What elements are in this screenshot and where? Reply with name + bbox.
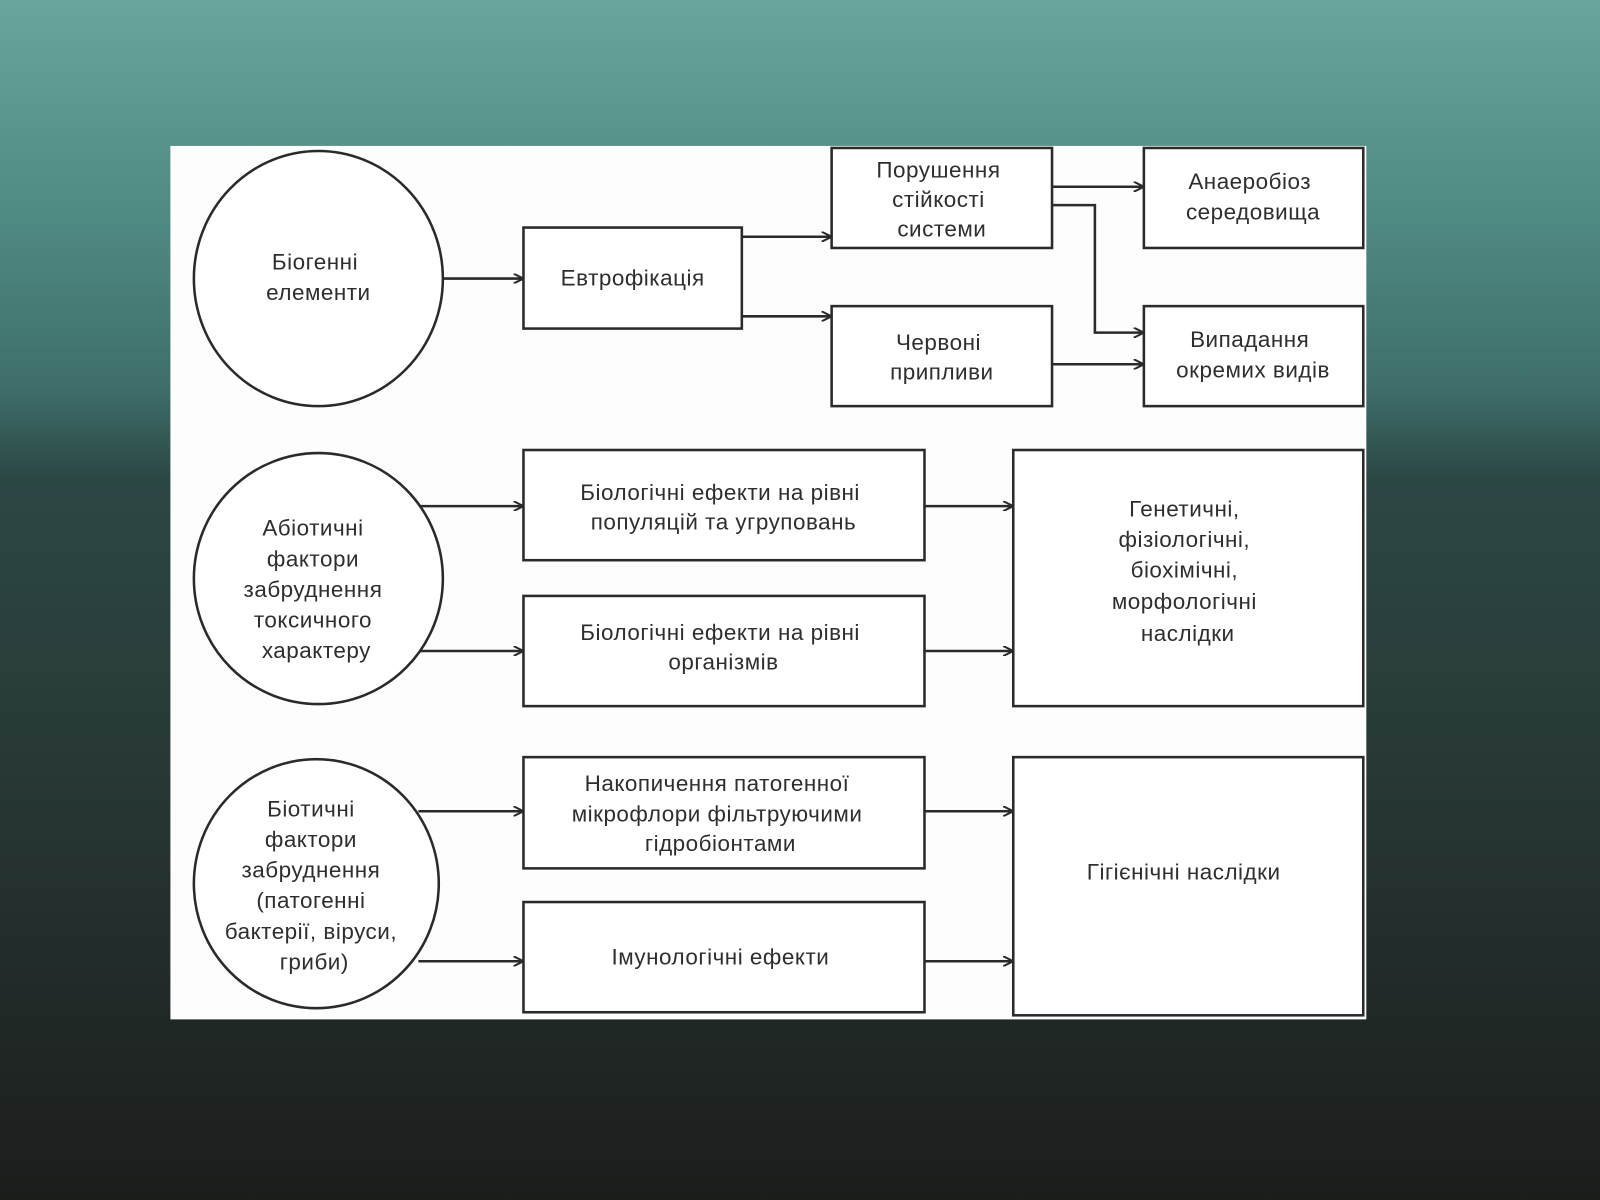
row1-arrows [442,187,1143,365]
organism-effects-label: Біологічні ефекти на рівні організмів [580,620,866,675]
biotic-factors-label: Біотичні фактори забруднення (патогенні … [225,796,404,974]
genetic-consequences-box [1011,448,1365,708]
hygienic-consequences-label: Гігієнічні наслідки [1087,860,1281,885]
eutrophication-box [522,226,744,330]
red-tides-box [830,304,1054,408]
eutrophication-label: Евтрофікація [561,266,705,291]
hygienic-consequences-box [1011,755,1365,1017]
species-loss-label: Випадання окремих видів [1176,327,1330,383]
row3-arrows [418,811,1012,961]
abiotic-factors-label: Абіотичні фактори забруднення токсичного… [244,516,390,663]
population-effects-box [522,448,926,562]
anaerobiosis-box [1142,146,1365,250]
biotic-factors-node [192,757,441,1010]
organism-effects-box [522,594,926,708]
stability-disruption-label: Порушення стійкості системи [876,158,1007,242]
red-tides-label: Червоні припливи [890,330,993,385]
stability-disruption-box [830,146,1054,250]
anaerobiosis-label: Анаеробіоз середовища [1186,169,1320,225]
pathogen-accumulation-label: Накопичення патогенної мікрофлори фільтр… [572,771,869,856]
immunological-effects-label: Імунологічні ефекти [612,944,830,969]
species-loss-box [1142,304,1365,408]
pathogen-accumulation-box [522,755,926,870]
population-effects-label: Біологічні ефекти на рівні популяцій та … [580,480,866,535]
row2-arrows [420,506,1012,651]
genetic-consequences-label: Генетичні, фізіологічні, біохімічні, мор… [1112,496,1264,645]
abiotic-factors-node [192,451,445,706]
biogenic-elements-label: Біогенні елементи [266,249,371,305]
biogenic-elements-node [192,149,445,408]
immunological-effects-box [522,900,926,1014]
